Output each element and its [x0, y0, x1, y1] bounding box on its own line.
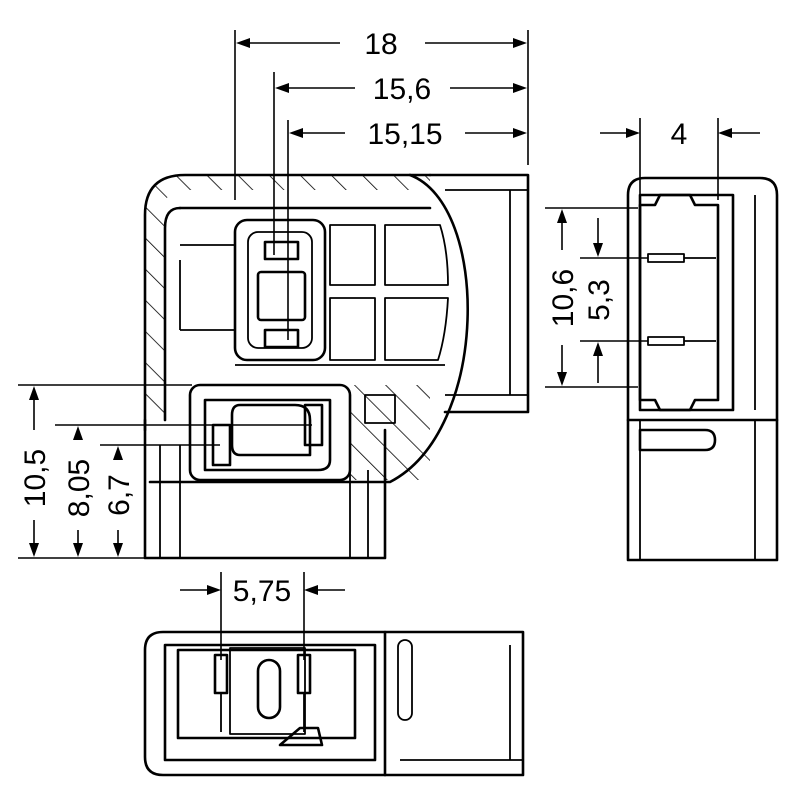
dim-label-height-overall: 10,5	[19, 449, 52, 507]
arrow-105-bottom	[29, 543, 39, 557]
lower-socket-outer	[188, 383, 352, 482]
arrow-156-left	[275, 83, 289, 93]
bottom-pin-left	[213, 653, 229, 695]
dim-label-width-overall: 18	[364, 28, 397, 61]
dim-label-height-pin1: 8,05	[63, 459, 96, 517]
arrow-575-left	[207, 585, 221, 595]
upper-socket-center	[256, 270, 307, 322]
upper-socket-pin-top	[263, 240, 300, 261]
arrow-805-top	[73, 426, 83, 440]
bottom-socket-oval	[256, 658, 282, 720]
dim-label-width-pin1: 15,6	[373, 73, 431, 106]
side-body-outline	[626, 176, 779, 562]
arrow-1515-right	[513, 128, 527, 138]
side-pin-top	[647, 253, 685, 263]
grid-cell-2	[384, 224, 449, 286]
arrow-53-bottom	[593, 342, 603, 356]
upper-socket-outer	[233, 218, 327, 362]
bottom-pin-right	[296, 653, 312, 695]
dim-label-height-pin2: 6,7	[103, 474, 136, 516]
front-body-right	[428, 173, 530, 414]
bottom-socket-outer	[163, 643, 377, 762]
arrow-67-top	[113, 446, 123, 460]
housing-inner-line	[163, 206, 182, 422]
side-latch	[638, 428, 717, 452]
arrow-18-left	[236, 38, 250, 48]
arrow-805-bottom	[73, 543, 83, 557]
bottom-clip	[278, 726, 324, 747]
side-socket-inner	[638, 193, 720, 412]
arrow-106-bottom	[557, 372, 567, 386]
arrow-4-left	[626, 128, 640, 138]
housing-outline	[143, 173, 432, 432]
dim-label-depth: 4	[671, 118, 688, 151]
arrow-105-top	[29, 386, 39, 400]
dim-label-width-pin2: 15,15	[367, 118, 442, 151]
bottom-body-outline	[143, 630, 525, 777]
arrow-575-right	[304, 585, 318, 595]
side-pin-bottom	[647, 336, 685, 346]
lower-socket-slot	[230, 403, 312, 457]
bottom-view	[143, 630, 525, 777]
lower-socket-tab	[364, 394, 396, 424]
arrow-4-right	[718, 128, 732, 138]
dim-label-height-side: 10,6	[547, 269, 580, 327]
detail-circle	[148, 173, 470, 484]
dim-label-pin-spacing-side: 5,3	[583, 279, 616, 321]
bottom-socket-inner	[176, 648, 357, 740]
bottom-latch	[397, 639, 413, 721]
front-body-bottom	[143, 418, 387, 560]
arrow-67-bottom	[113, 543, 123, 557]
side-view	[626, 176, 779, 562]
grid-cell-4	[384, 297, 449, 361]
front-view	[143, 173, 530, 560]
arrow-53-top	[593, 243, 603, 257]
arrow-18-right	[513, 38, 527, 48]
grid-cell-1	[329, 224, 376, 286]
upper-socket-pin-bottom	[263, 328, 300, 349]
lower-socket-inner	[203, 398, 332, 472]
arrow-156-right	[513, 83, 527, 93]
dimensions: 18 15,6 15,15 4 10,6	[18, 28, 760, 660]
bottom-socket-recess	[229, 647, 306, 735]
arrow-1515-left	[289, 128, 303, 138]
grid-cell-3	[329, 297, 376, 361]
arrow-106-top	[557, 209, 567, 223]
housing-section-hatch-right	[350, 385, 430, 480]
dim-label-pin-spacing-bottom: 5,75	[233, 575, 291, 608]
